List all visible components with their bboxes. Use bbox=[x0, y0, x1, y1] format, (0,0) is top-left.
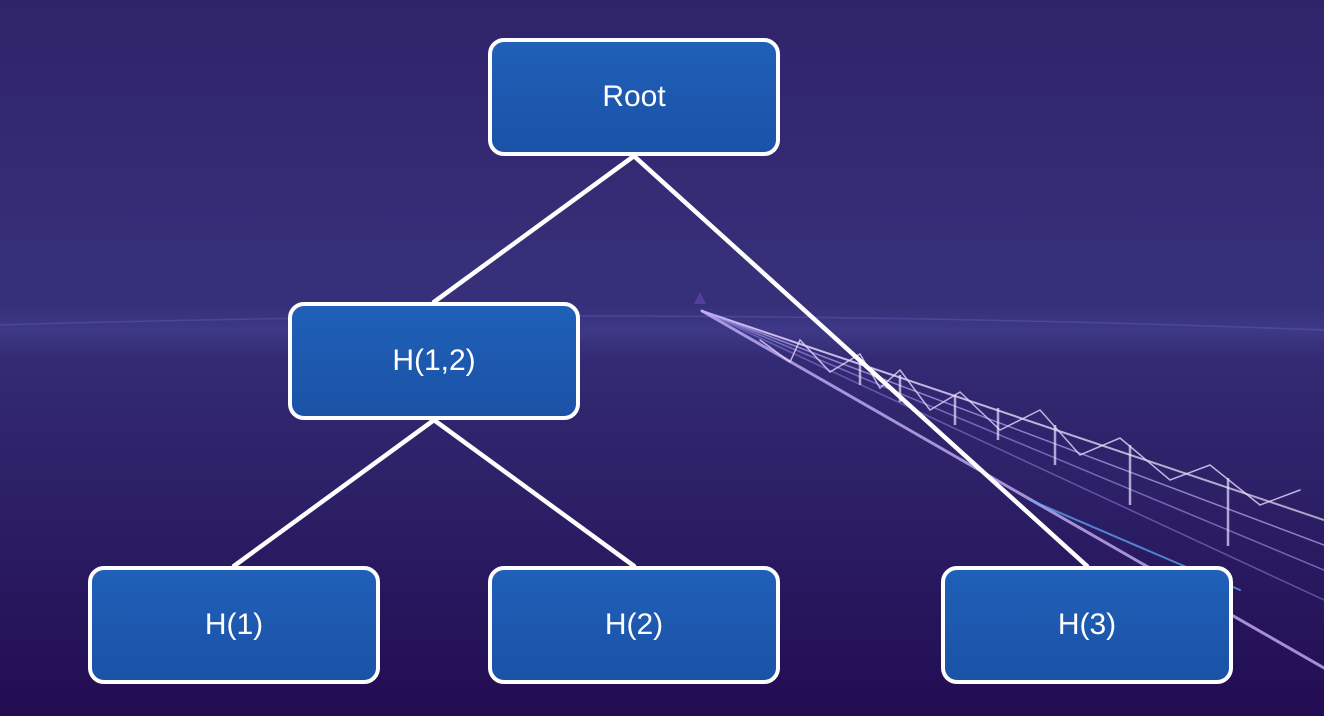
edge-root-h12 bbox=[431, 153, 637, 305]
node-h12-label: H(1,2) bbox=[392, 344, 476, 377]
edge-root-h3 bbox=[631, 153, 1090, 569]
edge-h12-h1 bbox=[231, 417, 437, 569]
node-h3-label: H(3) bbox=[1057, 608, 1117, 641]
edge-h12-h2 bbox=[431, 417, 637, 569]
horizon-arc bbox=[0, 315, 1324, 331]
horizon-band bbox=[0, 300, 1324, 360]
node-h2-label: H(2) bbox=[604, 608, 664, 641]
node-root-label: Root bbox=[602, 80, 666, 113]
node-h1: H(1) bbox=[88, 566, 380, 684]
node-h2: H(2) bbox=[488, 566, 780, 684]
beacon-marker bbox=[694, 292, 706, 304]
node-h1-label: H(1) bbox=[204, 608, 264, 641]
node-root: Root bbox=[488, 38, 780, 156]
node-h3: H(3) bbox=[941, 566, 1233, 684]
node-h12: H(1,2) bbox=[288, 302, 580, 420]
trail-zigzag bbox=[759, 338, 1301, 506]
